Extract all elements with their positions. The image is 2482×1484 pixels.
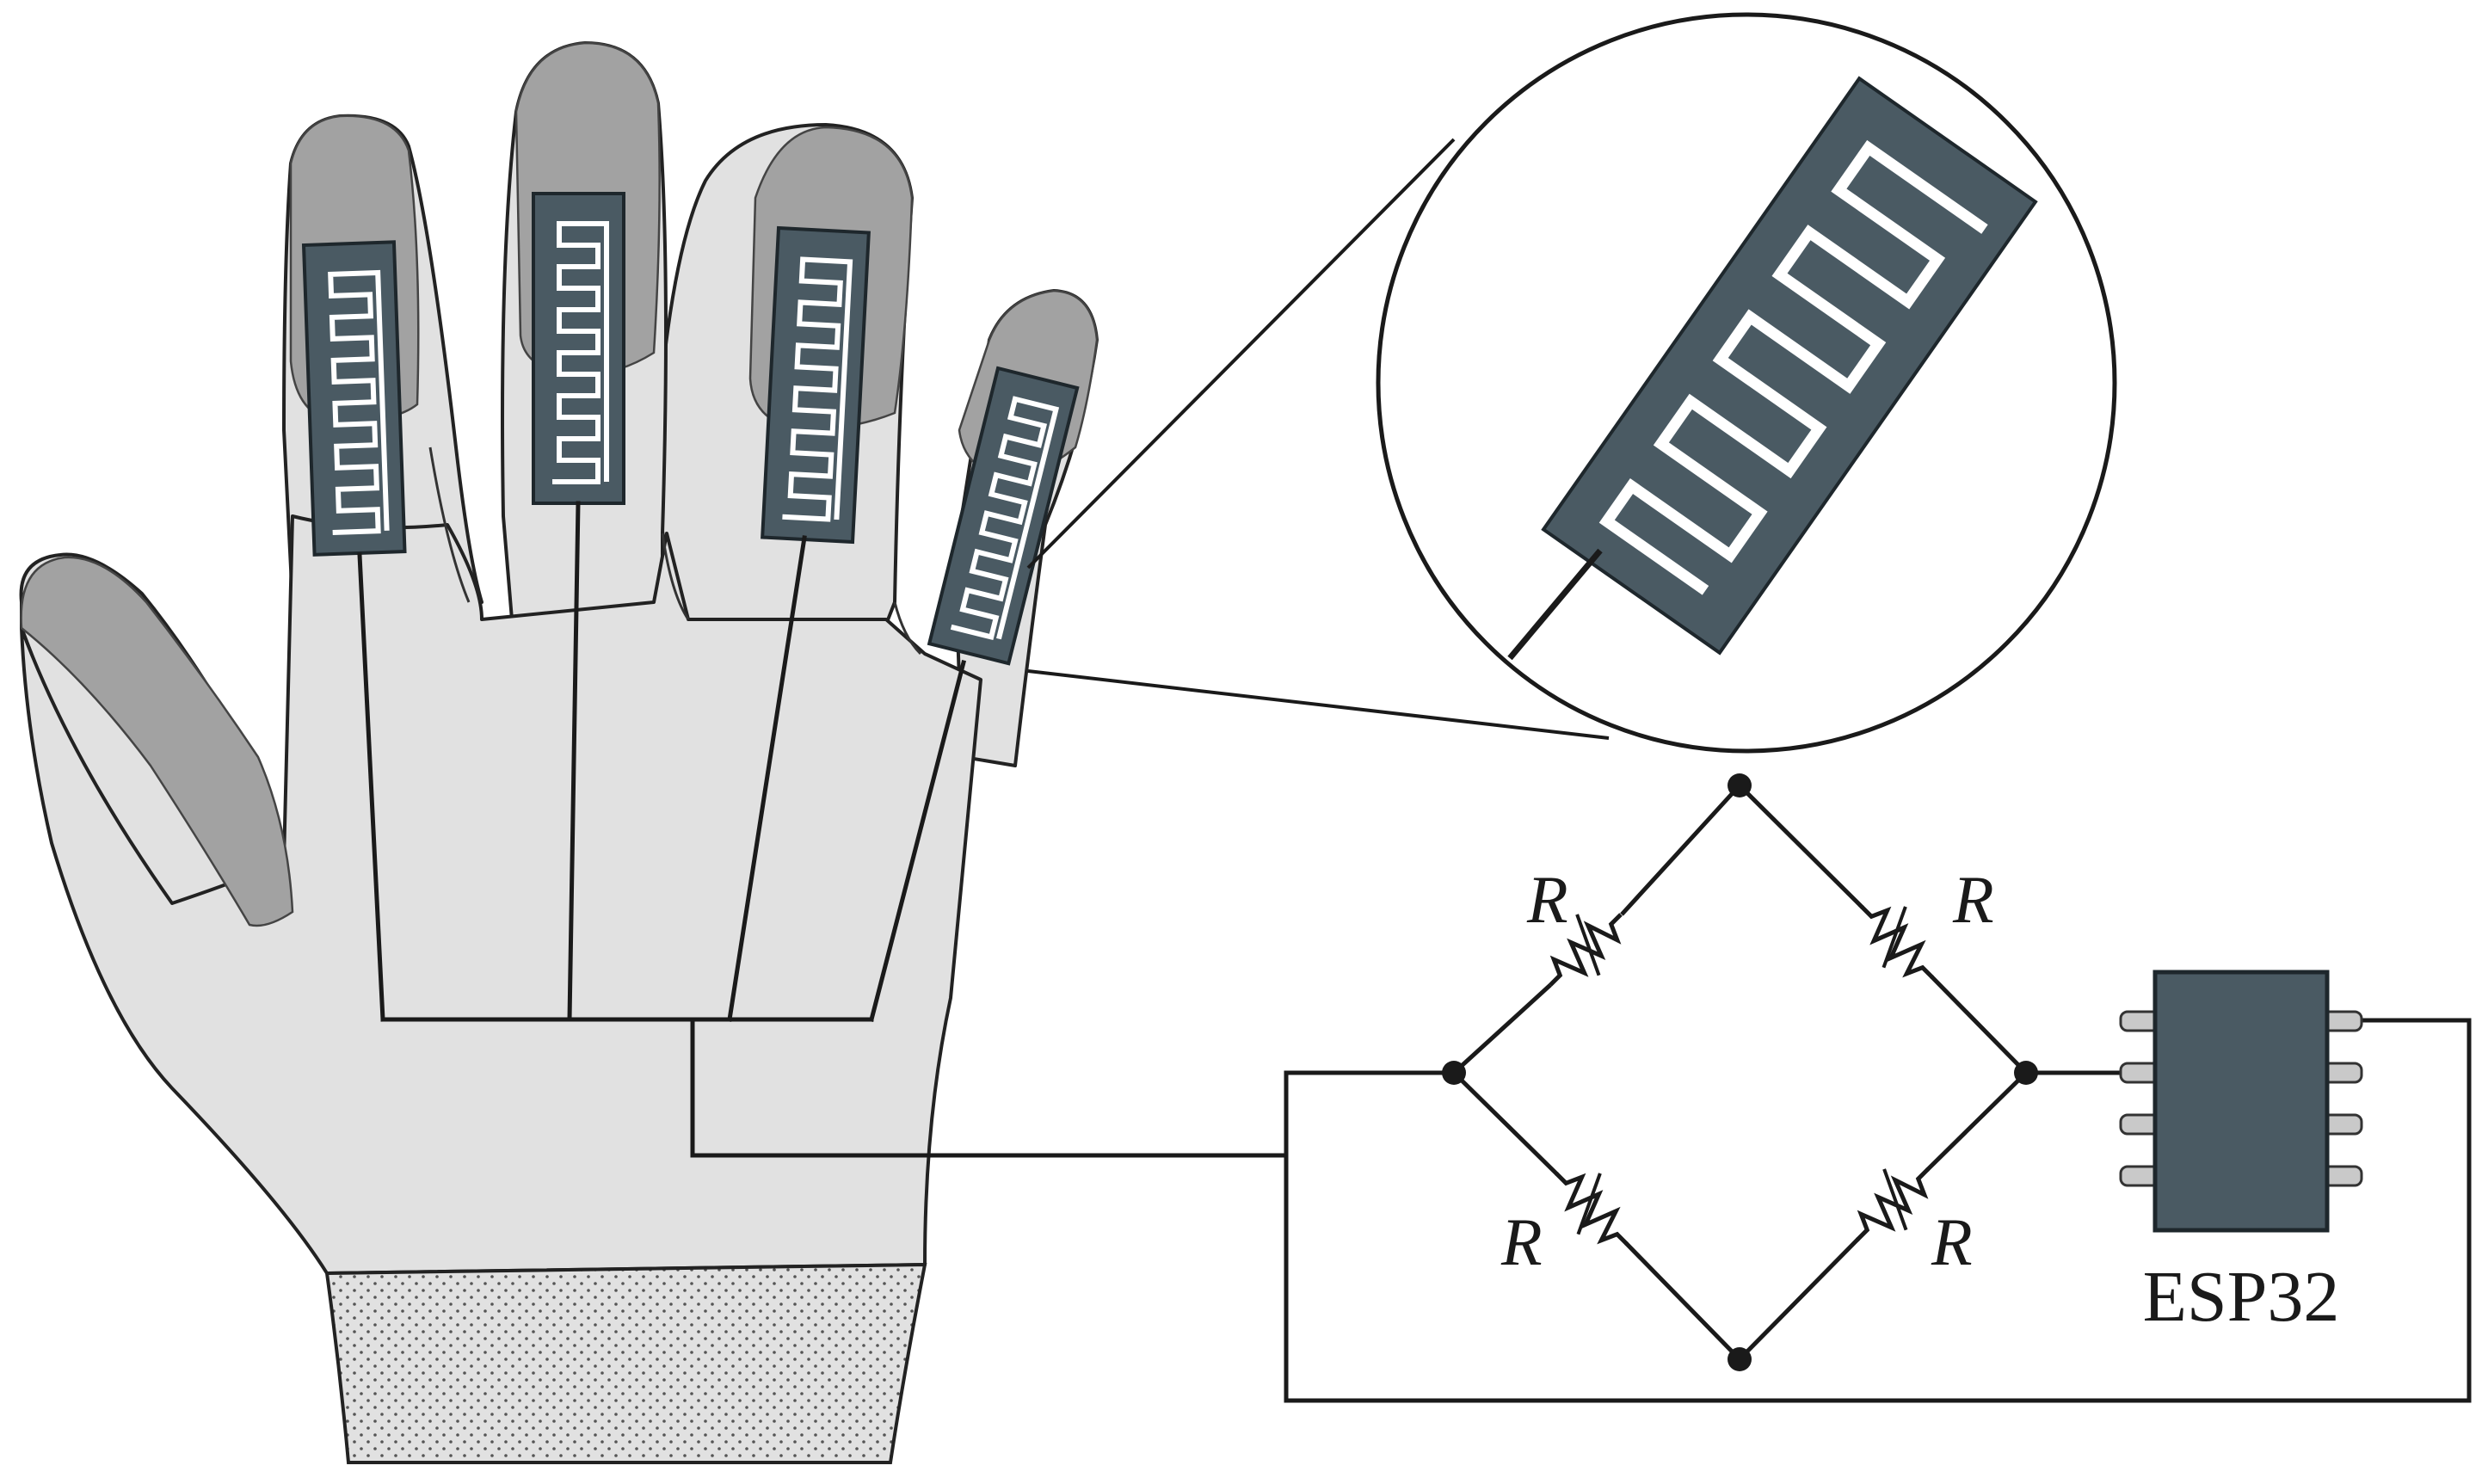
node-top <box>1728 773 1752 797</box>
wire-to-bridge <box>690 1021 1289 1158</box>
resistor-bottom-left <box>1555 1172 1629 1246</box>
glove-palm <box>20 514 982 1275</box>
strain-gauge-little <box>927 366 1080 666</box>
arm-top-right-b <box>1930 975 2028 1075</box>
label-r-bottom-right: R <box>1931 1204 1973 1279</box>
chip-label: ESP32 <box>2143 1257 2340 1337</box>
finger-gap-3 <box>893 601 922 656</box>
finger-gap-1 <box>428 446 471 603</box>
glove-wiring <box>357 501 1289 1158</box>
arm-bottom-right-a <box>1738 1237 1860 1361</box>
thumb-tip <box>20 556 294 927</box>
strain-gauge-ring <box>761 225 871 545</box>
zoom-line-bottom <box>1027 669 1610 740</box>
node-bottom <box>1728 1347 1752 1371</box>
arm-top-left-a <box>1452 983 1552 1075</box>
wire-index <box>357 552 385 1022</box>
strain-gauge-middle <box>532 192 625 505</box>
label-r-top-left: R <box>1526 862 1568 937</box>
arm-bottom-left-b <box>1624 1241 1741 1361</box>
glove-cuff <box>324 1262 927 1464</box>
zoom-line-top <box>1026 138 1456 570</box>
wire-middle <box>567 501 581 1022</box>
wire-ring <box>727 535 807 1022</box>
strain-gauge-magnified <box>1541 76 2038 656</box>
esp32-chip: ESP32 <box>2119 970 2363 1337</box>
finger-gauges <box>301 192 1080 666</box>
magnified-gauge-lead <box>1507 548 1603 661</box>
label-r-bottom-left: R <box>1500 1204 1543 1279</box>
strain-gauge-index <box>301 240 407 557</box>
wire-little <box>868 659 967 1023</box>
resistor-bottom-right <box>1856 1167 1930 1241</box>
label-r-top-right: R <box>1952 862 1994 937</box>
loop-left-side <box>1284 1018 2472 1403</box>
resistor-top-left <box>1549 913 1623 987</box>
chip-body <box>2153 970 2330 1233</box>
arm-bottom-left-a <box>1452 1071 1559 1176</box>
arm-top-right-a <box>1738 784 1864 909</box>
resistor-top-right <box>1860 905 1934 979</box>
magnifier <box>1026 12 2117 754</box>
finger-gap-2 <box>661 533 690 620</box>
wheatstone-bridge: R R R R <box>1442 773 2038 1371</box>
arm-bottom-right-b <box>1925 1071 2028 1172</box>
arm-top-left-b <box>1620 784 1741 916</box>
